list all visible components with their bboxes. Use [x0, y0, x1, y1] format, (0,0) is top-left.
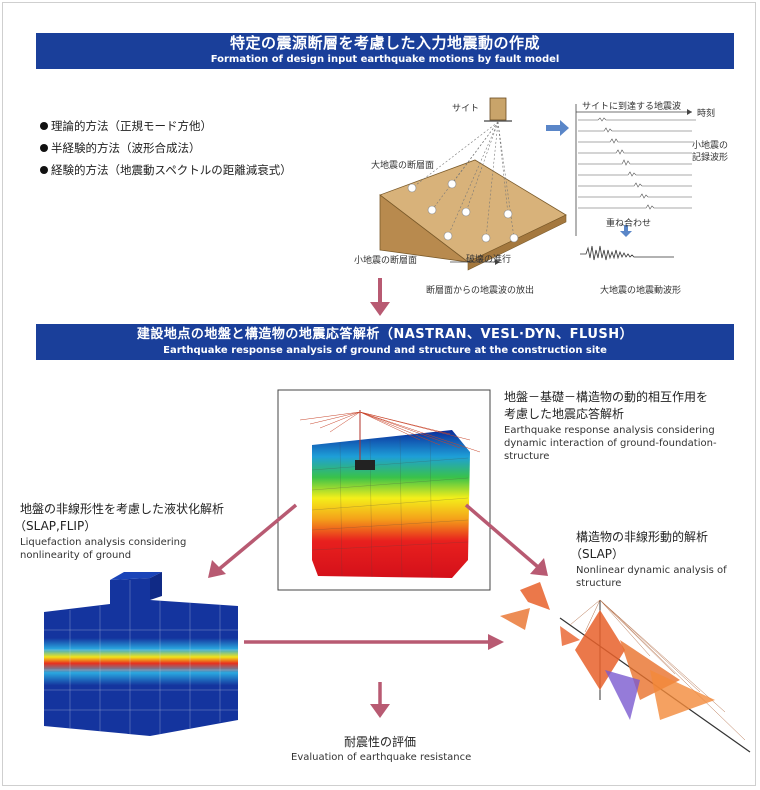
- evaluation-title: 耐震性の評価: [344, 735, 417, 749]
- section2-title-jp: 建設地点の地盤と構造物の地震応答解析（NASTRAN、VESL·DYN、FLUS…: [136, 327, 634, 342]
- section2-banner: 建設地点の地盤と構造物の地震応答解析（NASTRAN、VESL·DYN、FLUS…: [36, 324, 734, 360]
- bullet-icon: [40, 122, 48, 130]
- site-building: [489, 97, 507, 121]
- fault-caption: 断層面からの地震波の放出: [426, 286, 535, 296]
- superpose-label: 重ね合わせ: [606, 219, 652, 229]
- interaction-en-3: structure: [504, 451, 550, 462]
- time-label: 時刻: [697, 109, 716, 119]
- site-label: サイト: [452, 104, 480, 114]
- flow-arrow-evaluation: [370, 704, 390, 718]
- flow-arrow-horizontal: [488, 634, 504, 650]
- section2-title-en: Earthquake response analysis of ground a…: [163, 345, 607, 356]
- fault-model-figure: [379, 97, 567, 271]
- wave-caption: 大地震の地震動波形: [600, 286, 682, 296]
- nonlinear-en-1: Nonlinear dynamic analysis of: [576, 565, 727, 576]
- evaluation-en: Evaluation of earthquake resistance: [291, 752, 472, 763]
- section1-title-en: Formation of design input earthquake mot…: [210, 54, 560, 65]
- liquefaction-model: [44, 572, 238, 736]
- nonlinear-title: 構造物の非線形動的解析: [576, 530, 709, 544]
- method-item: 理論的方法（正規モード方他）: [40, 115, 292, 137]
- liquefaction-code: （SLAP,FLIP）: [14, 519, 97, 533]
- section1-banner: 特定の震源断層を考慮した入力地震動の作成 Formation of design…: [36, 33, 734, 69]
- flow-arrow-left: [208, 560, 226, 578]
- method-item: 経験的方法（地震動スペクトルの距離減衰式）: [40, 159, 292, 181]
- method-item: 半経験的方法（波形合成法）: [40, 137, 292, 159]
- ground-model: [299, 410, 481, 579]
- flow-arrow-down: [370, 302, 390, 316]
- bullet-icon: [40, 144, 48, 152]
- waveform-figure: [575, 104, 696, 261]
- interaction-en-1: Earthquake response analysis considering: [504, 425, 715, 436]
- record-label-2: 記録波形: [692, 153, 729, 163]
- bridge-model: [500, 582, 751, 753]
- nonlinear-en-2: structure: [576, 578, 622, 589]
- method-list: 理論的方法（正規モード方他） 半経験的方法（波形合成法） 経験的方法（地震動スペ…: [40, 115, 292, 181]
- interaction-en-2: dynamic interaction of ground-foundation…: [504, 438, 717, 449]
- blue-arrow: [546, 120, 569, 136]
- liquefaction-en-1: Liquefaction analysis considering: [20, 537, 187, 548]
- arriving-wave-label: サイトに到達する地震波: [582, 102, 682, 112]
- interaction-title-2: 考慮した地震応答解析: [504, 407, 625, 421]
- liquefaction-title: 地盤の非線形性を考慮した液状化解析: [20, 502, 225, 516]
- section1-title-jp: 特定の震源断層を考慮した入力地震動の作成: [229, 34, 540, 52]
- combined-waveform: [580, 245, 674, 261]
- nonlinear-code: （SLAP）: [570, 547, 625, 561]
- large-fault-label: 大地震の断層面: [371, 161, 435, 171]
- small-fault-label: 小地震の断層面: [354, 256, 418, 266]
- liquefaction-en-2: nonlinearity of ground: [20, 550, 132, 561]
- flow-arrow-right: [530, 558, 548, 576]
- interaction-title-1: 地盤－基礎－構造物の動的相互作用を: [504, 390, 709, 404]
- bullet-icon: [40, 166, 48, 174]
- rupture-label: 破壊の進行: [466, 255, 512, 265]
- record-label-1: 小地震の: [692, 141, 729, 151]
